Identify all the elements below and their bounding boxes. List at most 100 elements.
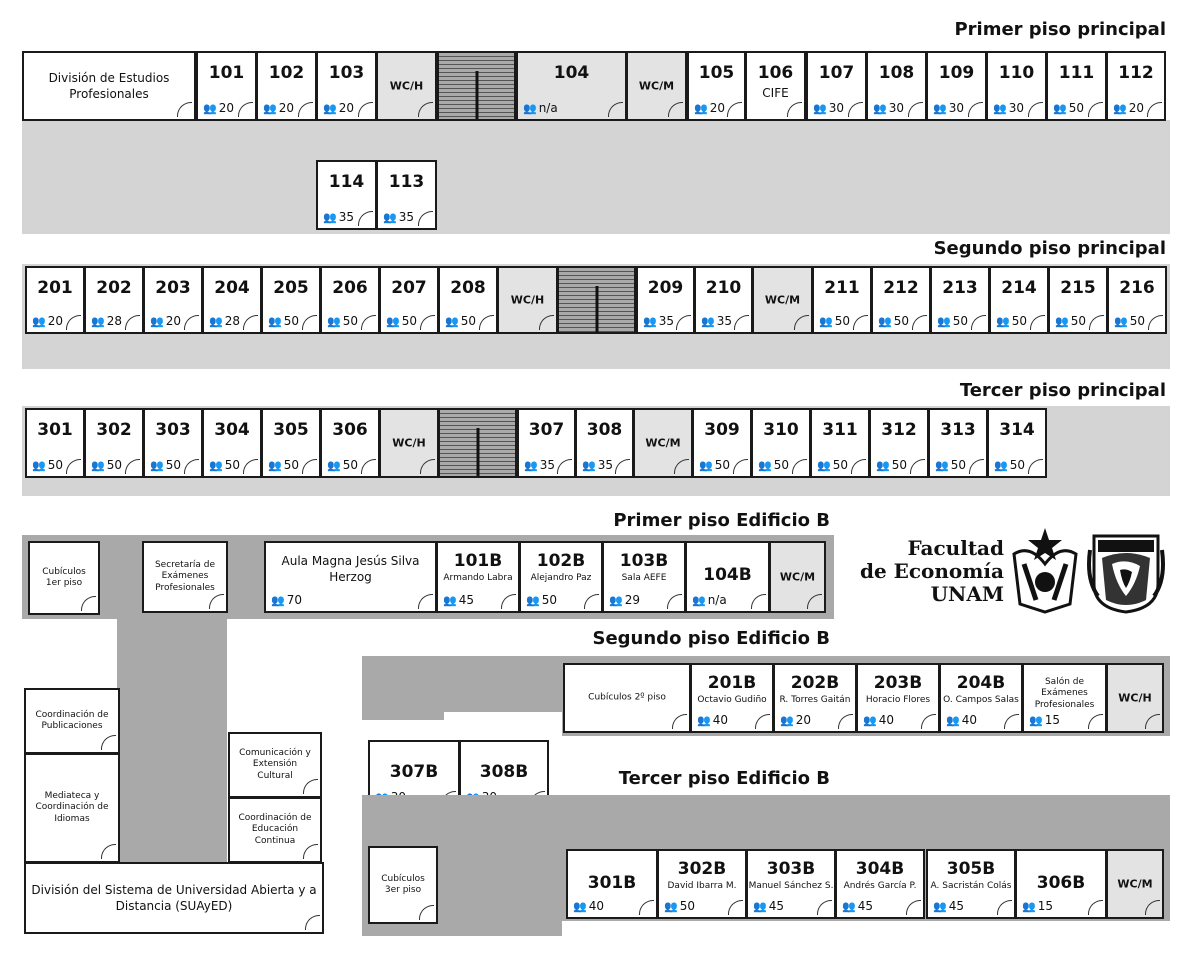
room-201[interactable]: 201👥20 [25, 266, 85, 334]
door-icon [66, 459, 81, 474]
room-111[interactable]: 111👥50 [1046, 51, 1107, 121]
room-215[interactable]: 215👥50 [1048, 266, 1108, 334]
wc-m-3[interactable]: WC/M [633, 408, 693, 478]
room-202[interactable]: 202👥28 [84, 266, 144, 334]
wc-h-1[interactable]: WC/H [376, 51, 437, 121]
door-icon [751, 594, 766, 609]
room-114[interactable]: 114👥35 [316, 160, 377, 230]
room-314[interactable]: 314👥50 [987, 408, 1047, 478]
capacity-value: 20 [278, 101, 294, 115]
room-306[interactable]: 306👥50 [320, 408, 380, 478]
wc-m-2[interactable]: WC/M [752, 266, 813, 334]
wc-label: WC/H [389, 79, 424, 93]
room-301B[interactable]: 301B👥40 [566, 849, 658, 919]
room-210[interactable]: 210👥35 [694, 266, 753, 334]
capacity-value: 35 [597, 458, 613, 472]
room-104[interactable]: 104👥n/a [516, 51, 627, 121]
salon-examenes[interactable]: Salón de Exámenes Profesionales👥15 [1022, 663, 1107, 733]
room-204[interactable]: 204👥28 [202, 266, 262, 334]
room-301[interactable]: 301👥50 [25, 408, 85, 478]
room-number: 107 [818, 63, 855, 83]
room-214[interactable]: 214👥50 [989, 266, 1049, 334]
coordinacion-educacion[interactable]: Coordinación de Educación Continua [228, 797, 322, 863]
room-104B[interactable]: 104B👥n/a [685, 541, 770, 613]
secretaria-examenes[interactable]: Secretaría de Exámenes Profesionales [142, 541, 228, 613]
wc-m-b3[interactable]: WC/M [1106, 849, 1164, 919]
room-number: 102 [268, 63, 305, 83]
division-estudios[interactable]: División de Estudios Profesionales [22, 51, 196, 121]
wc-h-3[interactable]: WC/H [379, 408, 439, 478]
door-icon [420, 459, 435, 474]
room-211[interactable]: 211👥50 [812, 266, 872, 334]
people-icon: 👥 [935, 458, 949, 472]
room-305[interactable]: 305👥50 [261, 408, 321, 478]
aula-magna[interactable]: Aula Magna Jesús Silva Herzog👥70 [264, 541, 437, 613]
room-216[interactable]: 216👥50 [1107, 266, 1167, 334]
people-icon: 👥 [150, 458, 164, 472]
cubiculos-2o-piso[interactable]: Cubículos 2º piso [563, 663, 691, 733]
door-icon [479, 315, 494, 330]
wc-h-2[interactable]: WC/H [497, 266, 558, 334]
room-205[interactable]: 205👥50 [261, 266, 321, 334]
room-105[interactable]: 105👥20 [687, 51, 746, 121]
people-icon: 👥 [813, 101, 827, 115]
room-113[interactable]: 113👥35 [376, 160, 437, 230]
room-312[interactable]: 312👥50 [869, 408, 929, 478]
coordinacion-publicaciones[interactable]: Coordinación de Publicaciones [24, 688, 120, 754]
room-208[interactable]: 208👥50 [438, 266, 498, 334]
capacity-value: 50 [714, 458, 730, 472]
room-110[interactable]: 110👥30 [986, 51, 1047, 121]
room-101[interactable]: 101👥20 [196, 51, 257, 121]
wc-m-b1[interactable]: WC/M [769, 541, 826, 613]
room-102[interactable]: 102👥20 [256, 51, 317, 121]
wc-m-1[interactable]: WC/M [626, 51, 687, 121]
room-203[interactable]: 203👥20 [143, 266, 203, 334]
room-311[interactable]: 311👥50 [810, 408, 870, 478]
room-207[interactable]: 207👥50 [379, 266, 439, 334]
room-209[interactable]: 209👥35 [636, 266, 695, 334]
room-107[interactable]: 107👥30 [806, 51, 867, 121]
comunicacion-extension[interactable]: Comunicación y Extensión Cultural [228, 732, 322, 798]
room-303[interactable]: 303👥50 [143, 408, 203, 478]
door-icon [1028, 459, 1043, 474]
door-icon [969, 459, 984, 474]
room-212[interactable]: 212👥50 [871, 266, 931, 334]
room-108[interactable]: 108👥30 [866, 51, 927, 121]
room-112[interactable]: 112👥20 [1106, 51, 1166, 121]
room-capacity: 👥50 [268, 314, 299, 328]
room-206[interactable]: 206👥50 [320, 266, 380, 334]
cubiculos-1er-piso[interactable]: Cubículos 1er piso [28, 541, 100, 615]
room-capacity: 👥50 [1055, 314, 1086, 328]
wc-h-b2[interactable]: WC/H [1106, 663, 1164, 733]
room-306B[interactable]: 306B👥15 [1015, 849, 1107, 919]
door-icon [418, 211, 433, 226]
room-309[interactable]: 309👥50 [692, 408, 752, 478]
corridor [362, 795, 1170, 843]
cubiculos-3er-piso[interactable]: Cubículos 3er piso [368, 846, 438, 924]
room-310[interactable]: 310👥50 [751, 408, 811, 478]
room-103[interactable]: 103👥20 [316, 51, 377, 121]
suayed[interactable]: División del Sistema de Universidad Abie… [24, 862, 324, 934]
cubiculos-3er-piso-label: Cubículos 3er piso [381, 873, 425, 895]
people-icon: 👥 [203, 101, 217, 115]
room-313[interactable]: 313👥50 [928, 408, 988, 478]
room-308[interactable]: 308👥35 [575, 408, 634, 478]
room-307[interactable]: 307👥35 [517, 408, 576, 478]
room-302[interactable]: 302👥50 [84, 408, 144, 478]
mediateca[interactable]: Mediateca y Coordinación de Idiomas [24, 753, 120, 863]
room-213[interactable]: 213👥50 [930, 266, 990, 334]
room-109[interactable]: 109👥30 [926, 51, 987, 121]
room-304[interactable]: 304👥50 [202, 408, 262, 478]
